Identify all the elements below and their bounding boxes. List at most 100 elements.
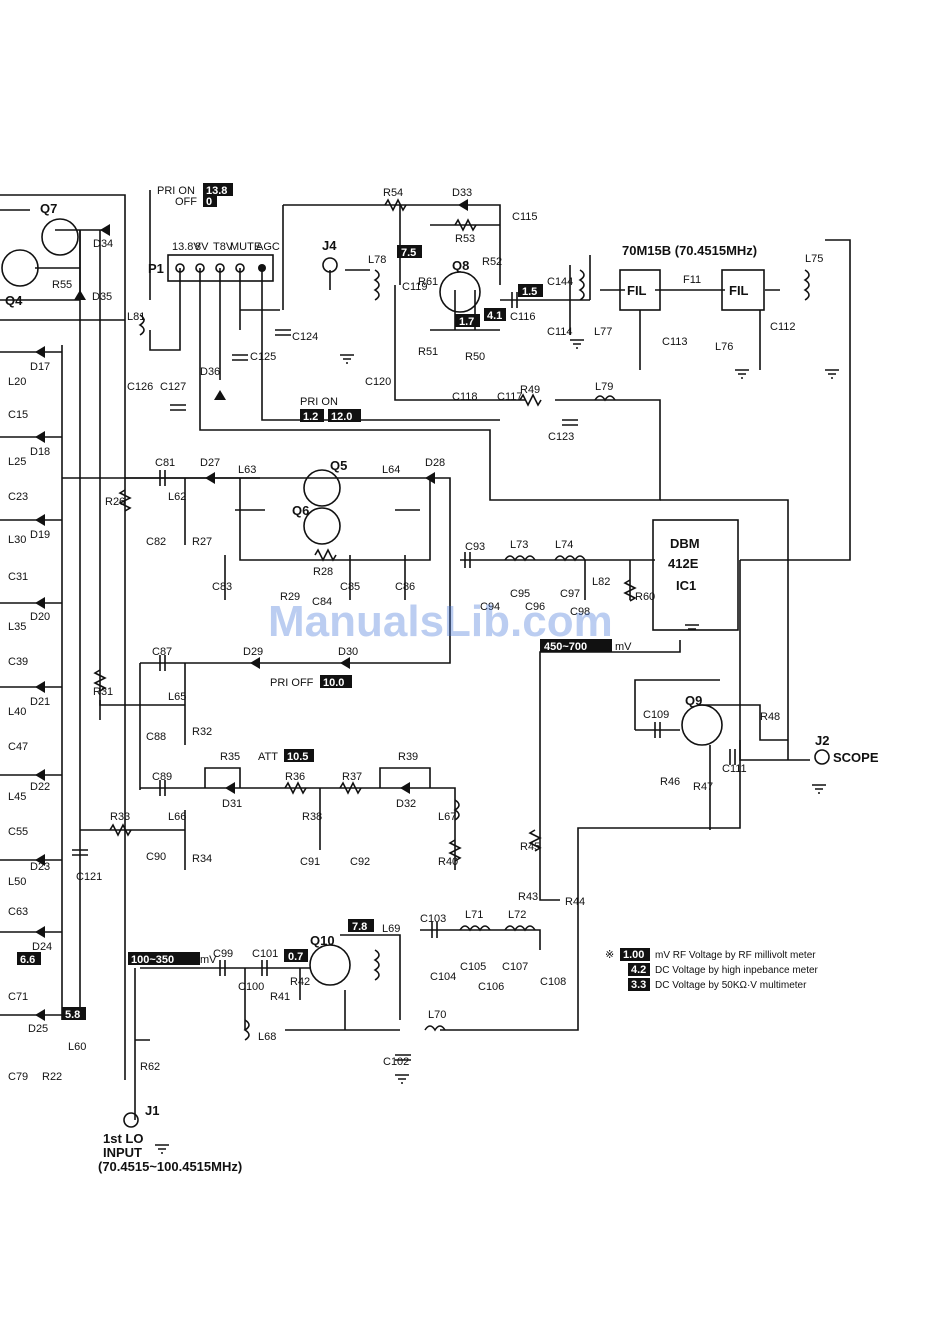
label-r42: R42 bbox=[290, 976, 310, 988]
label-p1-mute: MUTE bbox=[230, 241, 261, 253]
label-f11: F11 bbox=[683, 274, 701, 286]
label-l35: L35 bbox=[8, 621, 26, 633]
label-l68: L68 bbox=[258, 1031, 276, 1043]
label-r28: R28 bbox=[313, 566, 333, 578]
label-c111: C111 bbox=[722, 763, 747, 775]
label-l73: L73 bbox=[510, 539, 528, 551]
label-l60: L60 bbox=[68, 1041, 86, 1053]
label-c82: C82 bbox=[146, 536, 166, 548]
label-c88: C88 bbox=[146, 731, 166, 743]
jack-j2 bbox=[814, 749, 830, 765]
label-c98: C98 bbox=[570, 606, 590, 618]
labels: PRI ON 13.8 OFF 0 Q7 Q4 R55 D34 D35 P1 1… bbox=[5, 185, 879, 1174]
label-c97: C97 bbox=[560, 588, 580, 600]
label-r32: R32 bbox=[192, 726, 212, 738]
label-r52: R52 bbox=[482, 256, 502, 268]
label-c108: C108 bbox=[540, 976, 566, 988]
label-c104: C104 bbox=[430, 971, 456, 983]
label-l70: L70 bbox=[428, 1009, 446, 1021]
jack-j1 bbox=[123, 1112, 139, 1128]
label-c87: C87 bbox=[152, 646, 172, 658]
label-d33: D33 bbox=[452, 187, 472, 199]
label-r53: R53 bbox=[455, 233, 475, 245]
label-r29: R29 bbox=[280, 591, 300, 603]
label-d31: D31 bbox=[222, 798, 242, 810]
voltage-12-0: 12.0 bbox=[331, 411, 352, 423]
label-lo-range: (70.4515~100.4515MHz) bbox=[98, 1159, 242, 1174]
label-c39: C39 bbox=[8, 656, 28, 668]
label-q8: Q8 bbox=[452, 258, 469, 273]
voltage-13-8: 13.8 bbox=[206, 185, 227, 197]
legend-text-3: DC Voltage by 50KΩ·V multimeter bbox=[655, 980, 807, 991]
label-c112: C112 bbox=[770, 321, 795, 333]
label-r46: R46 bbox=[660, 776, 680, 788]
label-l40: L40 bbox=[8, 706, 26, 718]
label-d29: D29 bbox=[243, 646, 263, 658]
label-l65: L65 bbox=[168, 691, 186, 703]
voltage-0-7: 0.7 bbox=[288, 951, 303, 963]
label-pri-on-2: PRI ON bbox=[300, 396, 338, 408]
legend-mark: ※ bbox=[605, 949, 614, 961]
label-p1-8v: 8V bbox=[195, 241, 209, 253]
jack-j4 bbox=[322, 257, 338, 273]
label-c89: C89 bbox=[152, 771, 172, 783]
label-l82: L82 bbox=[592, 576, 610, 588]
label-pri-on-1: PRI ON bbox=[157, 185, 195, 197]
label-c83: C83 bbox=[212, 581, 232, 593]
label-l78: L78 bbox=[368, 254, 386, 266]
label-r34: R34 bbox=[192, 853, 212, 865]
transistor-q10-symbol bbox=[309, 944, 351, 986]
label-d24: D24 bbox=[32, 941, 52, 953]
label-d28: D28 bbox=[425, 457, 445, 469]
label-d17: D17 bbox=[30, 361, 50, 373]
label-d21: D21 bbox=[30, 696, 50, 708]
voltage-5-8: 5.8 bbox=[65, 1009, 80, 1021]
label-c107: C107 bbox=[502, 961, 528, 973]
label-c93: C93 bbox=[465, 541, 485, 553]
label-q7: Q7 bbox=[40, 201, 57, 216]
label-p1-138v: 13.8V bbox=[172, 241, 201, 253]
label-r60: R60 bbox=[635, 591, 655, 603]
label-c96: C96 bbox=[525, 601, 545, 613]
label-d23: D23 bbox=[30, 861, 50, 873]
filter-1-box bbox=[619, 269, 661, 311]
legend-text-2: DC Voltage by high inpebance meter bbox=[655, 965, 819, 976]
label-l66: L66 bbox=[168, 811, 186, 823]
label-c117: C117 bbox=[497, 391, 522, 403]
label-c100: C100 bbox=[238, 981, 264, 993]
label-p1-t8v: T8V bbox=[213, 241, 234, 253]
voltage-7-5: 7.5 bbox=[401, 247, 416, 259]
label-l79: L79 bbox=[595, 381, 613, 393]
label-c71: C71 bbox=[8, 991, 28, 1003]
label-r33: R33 bbox=[110, 811, 130, 823]
label-l77: L77 bbox=[594, 326, 612, 338]
label-d18: D18 bbox=[30, 446, 50, 458]
label-c126: C126 bbox=[127, 381, 153, 393]
legend-value-3: 3.3 bbox=[631, 979, 646, 991]
label-c144: C144 bbox=[547, 276, 573, 288]
legend-text-1: mV RF Voltage by RF millivolt meter bbox=[655, 950, 816, 961]
watermark: ManualsLib.com bbox=[268, 597, 613, 646]
label-l81: L81 bbox=[127, 311, 145, 323]
component-shapes bbox=[1, 198, 839, 1154]
label-l63: L63 bbox=[238, 464, 256, 476]
label-r54: R54 bbox=[383, 187, 403, 199]
label-r26: R26 bbox=[105, 496, 125, 508]
label-d20: D20 bbox=[30, 611, 50, 623]
label-mv-1: mV bbox=[615, 641, 632, 653]
label-j2: J2 bbox=[815, 733, 829, 748]
label-r55: R55 bbox=[52, 279, 72, 291]
label-l67: L67 bbox=[438, 811, 456, 823]
label-c95: C95 bbox=[510, 588, 530, 600]
filter-2-box bbox=[721, 269, 765, 311]
label-l69: L69 bbox=[382, 923, 400, 935]
transistor-q4-symbol bbox=[1, 249, 39, 287]
voltage-6-6: 6.6 bbox=[20, 954, 35, 966]
label-r44: R44 bbox=[565, 896, 585, 908]
label-dbm-412e: 412E bbox=[668, 556, 699, 571]
label-l74: L74 bbox=[555, 539, 573, 551]
voltage-10-0: 10.0 bbox=[323, 677, 344, 689]
label-r51: R51 bbox=[418, 346, 438, 358]
label-c109: C109 bbox=[643, 709, 669, 721]
label-l64: L64 bbox=[382, 464, 400, 476]
